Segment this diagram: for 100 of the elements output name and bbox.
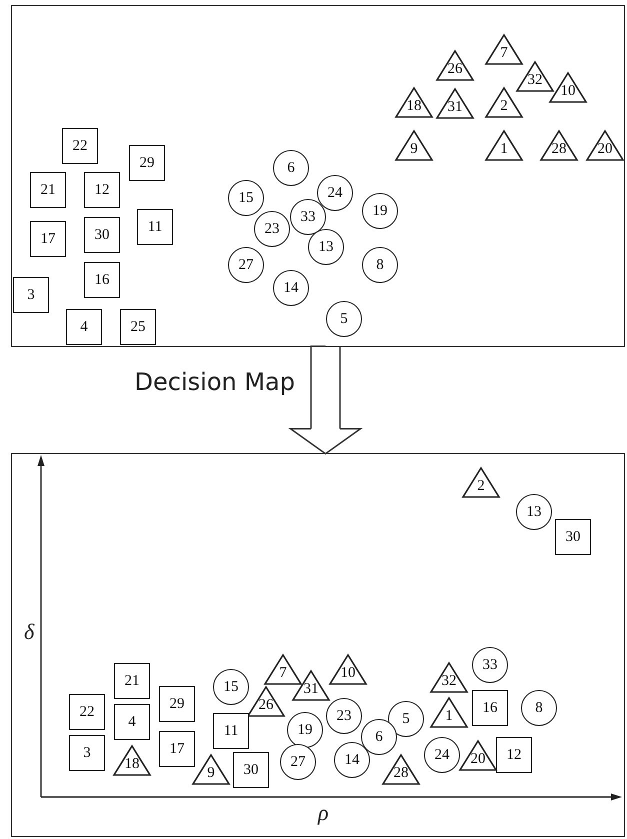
marker-number: 23 [264,220,280,238]
marker-number: 28 [552,141,566,158]
marker-number: 19 [372,202,388,220]
marker-number: 10 [340,665,356,682]
triangle-marker [485,130,523,160]
marker-number: 33 [300,208,316,226]
axis-label: ρ [318,800,329,826]
square-marker [84,172,120,208]
hollow-arrow [290,346,362,454]
square-marker [555,519,591,555]
triangle-marker [292,670,330,700]
marker-number: 24 [328,184,342,202]
marker-number: 16 [94,272,110,288]
square-marker [233,752,269,788]
circle-marker [472,647,508,683]
marker-number: 4 [80,318,88,336]
marker-number: 22 [80,704,94,720]
marker-number: 20 [470,751,486,768]
triangle-marker [436,88,474,118]
marker-number: 29 [140,154,154,172]
marker-number: 30 [566,528,580,546]
marker-number: 22 [72,138,88,154]
marker-number: 10 [560,83,576,100]
triangle-marker [395,130,433,160]
marker-number: 9 [207,765,215,782]
marker-number: 1 [445,708,453,725]
marker-number: 19 [298,722,312,738]
square-marker [159,686,195,722]
marker-number: 8 [535,700,543,716]
square-marker [69,735,105,771]
triangle-marker [549,72,587,102]
marker-number: 31 [448,99,462,116]
triangle-marker [586,130,624,160]
marker-number: 28 [394,765,408,782]
circle-marker [228,180,264,216]
circle-marker [273,150,309,186]
axis-label: δ [24,619,34,645]
triangle-marker [485,34,523,64]
circle-marker [362,247,398,283]
marker-number: 17 [170,740,184,758]
marker-number: 2 [500,98,508,115]
square-marker [120,309,156,345]
marker-number: 32 [528,72,542,89]
marker-number: 14 [284,280,298,296]
marker-number: 14 [344,752,360,768]
circle-marker [213,669,249,705]
triangle-marker [395,86,433,118]
triangle-marker [247,686,285,716]
marker-number: 5 [340,310,348,328]
triangle-marker [540,130,578,160]
square-marker [137,209,173,245]
circle-marker [362,193,398,229]
marker-number: 20 [598,141,612,158]
triangle-marker [485,86,523,118]
circle-marker [287,712,323,748]
marker-number: 4 [128,714,136,730]
triangle-marker [329,654,367,684]
square-marker [66,309,102,345]
marker-number: 5 [402,710,410,728]
marker-number: 29 [170,696,184,712]
marker-number: 33 [482,656,498,674]
circle-marker [308,229,344,265]
triangle-marker [430,662,468,692]
circle-marker [334,742,370,778]
marker-number: 30 [94,226,110,244]
marker-number: 12 [506,746,522,764]
marker-number: 9 [410,141,418,158]
marker-number: 11 [148,218,162,236]
circle-marker [516,494,552,530]
square-marker [30,172,66,208]
marker-number: 21 [40,182,56,198]
marker-number: 13 [526,504,542,520]
marker-number: 23 [336,708,352,724]
marker-number: 6 [287,160,295,176]
circle-marker [254,211,290,247]
square-marker [69,694,105,730]
square-marker [129,145,165,181]
marker-number: 24 [434,746,450,764]
marker-number: 8 [376,256,384,274]
panel-frame [11,5,625,347]
marker-number: 21 [124,672,140,690]
marker-number: 11 [224,722,238,740]
marker-number: 26 [258,697,274,714]
circle-marker [326,301,362,337]
marker-number: 3 [27,286,35,304]
circle-marker [326,698,362,734]
marker-number: 7 [279,665,287,682]
marker-number: 31 [304,681,318,698]
marker-number: 6 [375,728,383,746]
triangle-marker [436,50,474,80]
marker-number: 18 [406,98,422,115]
triangle-marker [382,754,420,784]
marker-number: 13 [318,238,334,256]
marker-number: 25 [130,318,146,336]
circle-marker [361,719,397,755]
triangle-marker [192,754,230,784]
triangle-marker [113,744,151,776]
marker-number: 27 [290,754,306,770]
circle-marker [521,690,557,726]
marker-number: 12 [94,182,110,198]
